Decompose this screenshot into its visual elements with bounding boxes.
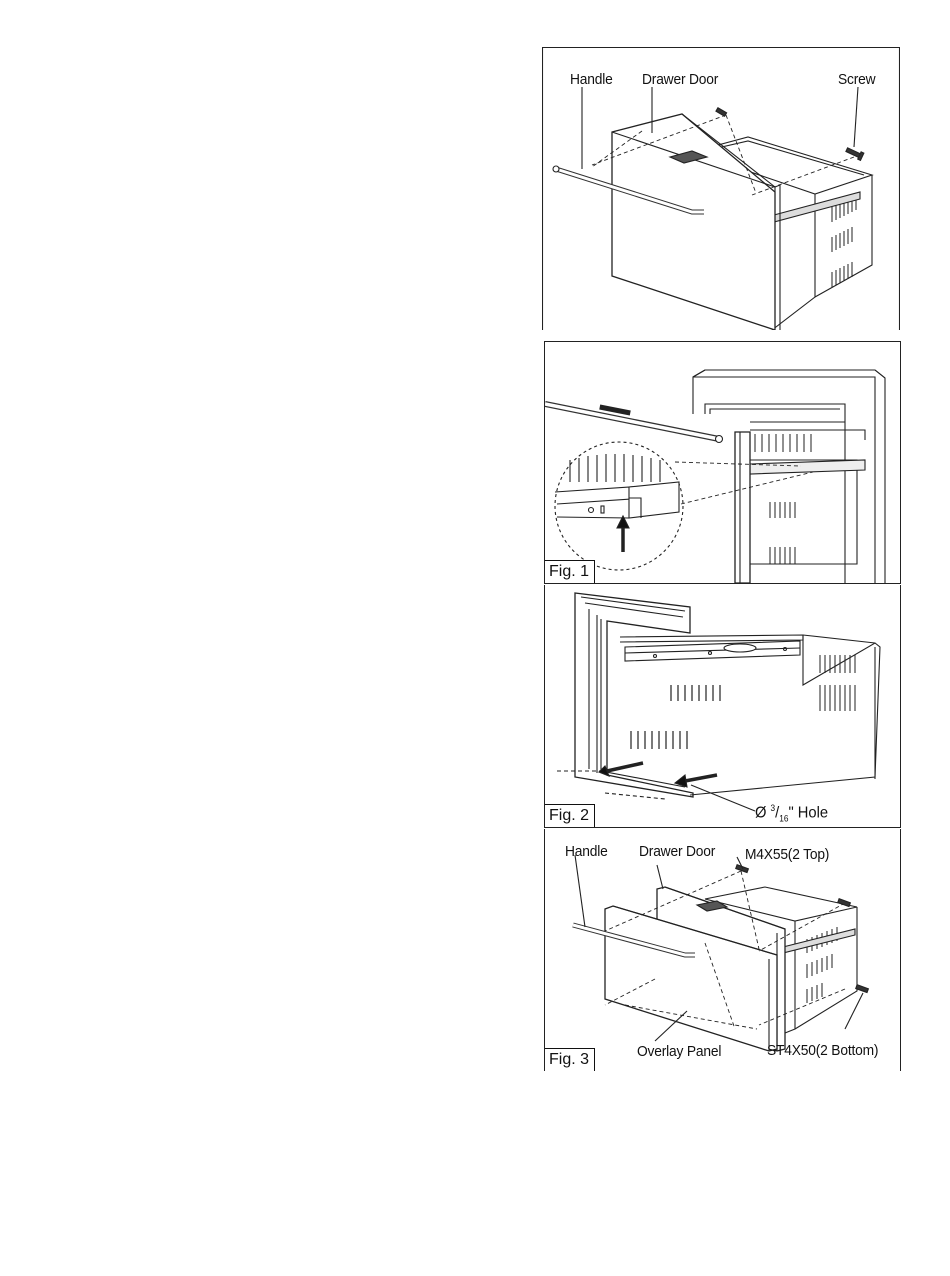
fig3-caption: Fig. 3	[545, 1048, 595, 1071]
fig1-caption: Fig. 1	[545, 560, 595, 583]
diagram-handle-install: Handle Drawer Door Screw	[542, 47, 900, 330]
fig3-handle-label: Handle	[565, 843, 608, 860]
diagram-fig1: Fig. 1	[544, 341, 901, 584]
hole-label: Ø 3/16" Hole	[755, 803, 828, 824]
bottom-screws-label: ST4X50(2 Bottom)	[767, 1042, 878, 1059]
screw-label: Screw	[838, 71, 875, 88]
fig3-drawing	[545, 829, 900, 1071]
hole-fraction-denominator: 16	[779, 814, 788, 824]
fig1-drawing	[545, 342, 900, 583]
diagram-fig2: Fig. 2 Ø 3/16" Hole	[544, 585, 901, 828]
overlay-panel-label: Overlay Panel	[637, 1043, 721, 1060]
fig2-caption: Fig. 2	[545, 804, 595, 827]
drawer-door-label: Drawer Door	[642, 71, 718, 88]
handle-install-drawing	[542, 47, 900, 330]
hole-fraction-numerator: 3	[771, 803, 776, 813]
top-screws-label: M4X55(2 Top)	[745, 846, 829, 863]
handle-label: Handle	[570, 71, 613, 88]
hole-suffix: " Hole	[788, 804, 828, 821]
fig3-drawer-door-label: Drawer Door	[639, 843, 715, 860]
diagram-fig3: Handle Drawer Door M4X55(2 Top) ST4X50(2…	[544, 829, 901, 1071]
diameter-symbol: Ø	[755, 804, 766, 821]
fig2-drawing	[545, 585, 900, 827]
